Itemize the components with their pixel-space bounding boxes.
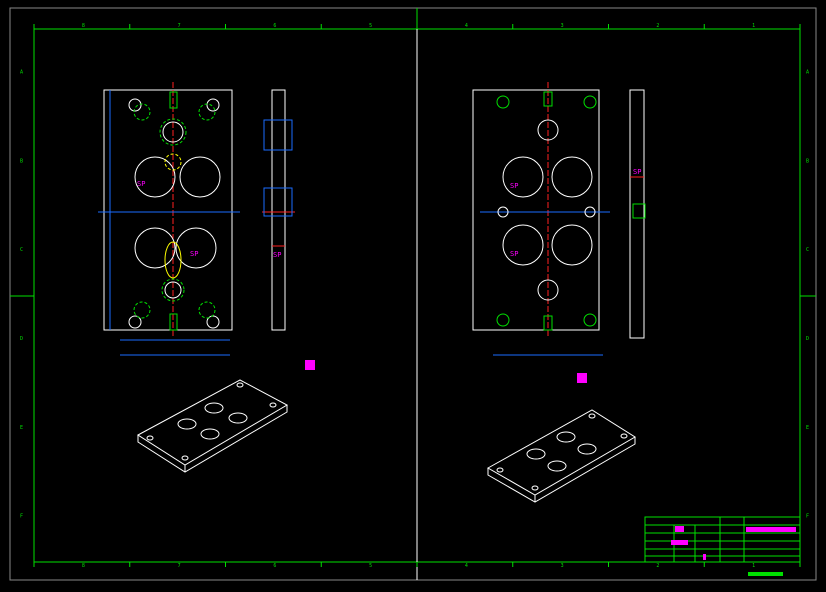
zone-letter: B	[20, 158, 23, 164]
zone-letter: F	[20, 514, 23, 520]
zone-letter: E	[20, 425, 23, 431]
outer-border	[9, 7, 817, 581]
title-block-highlight-3	[671, 540, 688, 545]
zone-number: 2	[656, 563, 659, 569]
zone-number: 3	[561, 563, 564, 569]
note-marker-right	[577, 373, 587, 383]
zone-number: 8	[82, 563, 85, 569]
zone-number: 6	[273, 563, 276, 569]
section-label-sp-4: SP	[510, 250, 518, 258]
zone-number: 4	[465, 563, 468, 569]
left-isometric-view	[137, 379, 289, 473]
zone-letter: B	[806, 158, 809, 164]
zone-number: 7	[178, 23, 181, 29]
zone-number: 5	[369, 563, 372, 569]
right-plate-side-view	[629, 89, 646, 339]
zone-number: 5	[369, 23, 372, 29]
right-plate-front-view	[472, 82, 610, 356]
title-block-highlight-2	[746, 527, 796, 532]
left-plate-front-view	[98, 82, 240, 356]
zone-number: 1	[752, 23, 755, 29]
note-marker-left	[305, 360, 315, 370]
zone-letter: C	[20, 247, 23, 253]
side-label-sp-right: SP	[633, 168, 641, 176]
zone-number: 7	[178, 563, 181, 569]
left-plate-side-view	[262, 89, 295, 331]
title-block	[644, 516, 801, 563]
right-isometric-view	[486, 409, 636, 503]
title-block-highlight-1	[675, 526, 684, 532]
zone-letter: D	[20, 336, 23, 342]
zone-letter: A	[806, 69, 809, 75]
zone-number: 2	[656, 23, 659, 29]
zone-letter: F	[806, 514, 809, 520]
center-marks	[10, 8, 816, 297]
title-block-highlight-4	[703, 554, 706, 560]
zone-number: 4	[465, 23, 468, 29]
zone-letter: D	[806, 336, 809, 342]
zone-letter: A	[20, 69, 23, 75]
sheet-note	[748, 572, 783, 576]
section-label-sp-1: SP	[137, 180, 145, 188]
zone-number: 8	[82, 23, 85, 29]
zone-letter: C	[806, 247, 809, 253]
zone-number: 3	[561, 23, 564, 29]
zone-letter: E	[806, 425, 809, 431]
zone-number: 6	[273, 23, 276, 29]
section-label-sp-3: SP	[510, 182, 518, 190]
section-label-sp-2: SP	[190, 250, 198, 258]
zone-number: 1	[752, 563, 755, 569]
side-label-sp-left: SP	[273, 251, 281, 259]
